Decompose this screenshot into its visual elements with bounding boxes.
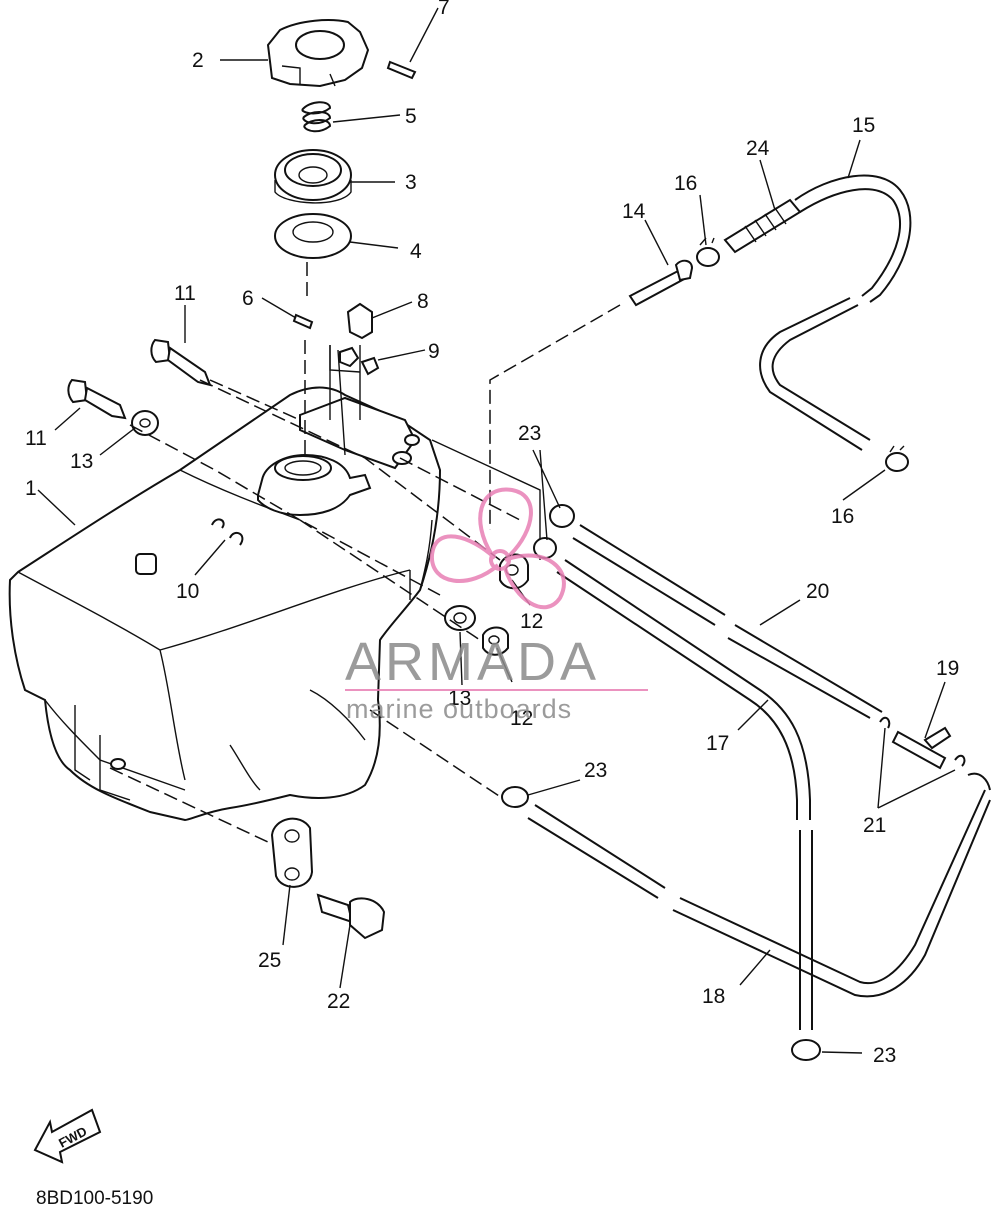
callout-1: 1 [25,477,37,500]
callout-numbers: 2 7 5 3 4 6 8 9 11 11 13 1 10 14 16 24 1… [25,0,959,1067]
tank-boss [135,553,157,575]
breather-hose-15 [759,174,912,451]
clip-10 [211,518,244,546]
clamp-23-a [549,504,575,528]
callout-4: 4 [410,240,422,263]
tank-fitting-block [299,345,420,470]
small-pin-6 [292,313,314,330]
callout-14: 14 [622,200,646,223]
drawing-code: 8BD100-5190 [36,1188,153,1206]
callout-5: 5 [405,105,417,128]
clips-21 [879,716,966,767]
forward-arrow: FWD [33,1108,102,1164]
bolt-11-upper [150,338,212,387]
clamp-23-d [791,1039,821,1061]
filler-cap [266,19,370,88]
cap-spring [301,101,332,133]
grommet-12-lower [482,626,509,656]
watermark: ARMADA marine outboards [345,487,648,724]
callout-12-upper: 12 [520,610,543,633]
callout-6: 6 [242,287,254,310]
callout-22: 22 [327,990,350,1013]
callout-7: 7 [438,0,450,19]
hose-17 [556,559,813,1030]
callout-23-lower: 23 [873,1044,896,1067]
callout-19: 19 [936,657,959,680]
callout-16-lower: 16 [831,505,854,528]
callout-2: 2 [192,49,204,72]
callout-11-upper: 11 [174,282,196,305]
callout-17: 17 [706,732,729,755]
joint-19 [891,726,952,770]
bracket-25 [270,817,314,888]
washer-13-right [444,605,476,631]
leader-lines [37,7,956,1054]
callout-16-upper: 16 [674,172,697,195]
callout-3: 3 [405,171,417,194]
callout-21: 21 [863,814,886,837]
callout-24: 24 [746,137,770,160]
callout-18: 18 [702,985,725,1008]
cap-pin [386,60,417,80]
callout-13-left: 13 [70,450,93,473]
hose-clamp-16-upper [696,237,720,267]
hose-clamp-16-lower [885,445,909,472]
watermark-tagline: marine outboards [346,694,572,724]
protector-24 [723,198,802,254]
clamp-23-c [501,786,529,808]
breather-valve-14 [628,259,694,307]
callout-15: 15 [852,114,875,137]
callout-11-lower: 11 [25,427,47,450]
callout-23-upper: 23 [518,422,541,445]
clip-8 [346,302,373,340]
callout-20: 20 [806,580,829,603]
callout-13-right: 13 [448,687,471,710]
cap-seat [274,149,352,204]
hose-20 [572,524,883,719]
callout-12-lower: 12 [510,707,533,730]
watermark-name: ARMADA [345,632,600,692]
callout-23-middle: 23 [584,759,607,782]
callout-8: 8 [417,290,429,313]
washer-13-left [131,410,159,436]
bolt-22 [316,893,386,940]
bolt-11-lower [67,378,127,420]
callout-10: 10 [176,580,199,603]
nut-9 [339,346,380,376]
hose-18 [527,772,991,998]
filler-neck [257,453,372,517]
callout-9: 9 [428,340,440,363]
cap-gasket [274,213,352,259]
propeller-logo [429,487,566,610]
callout-25: 25 [258,949,281,972]
